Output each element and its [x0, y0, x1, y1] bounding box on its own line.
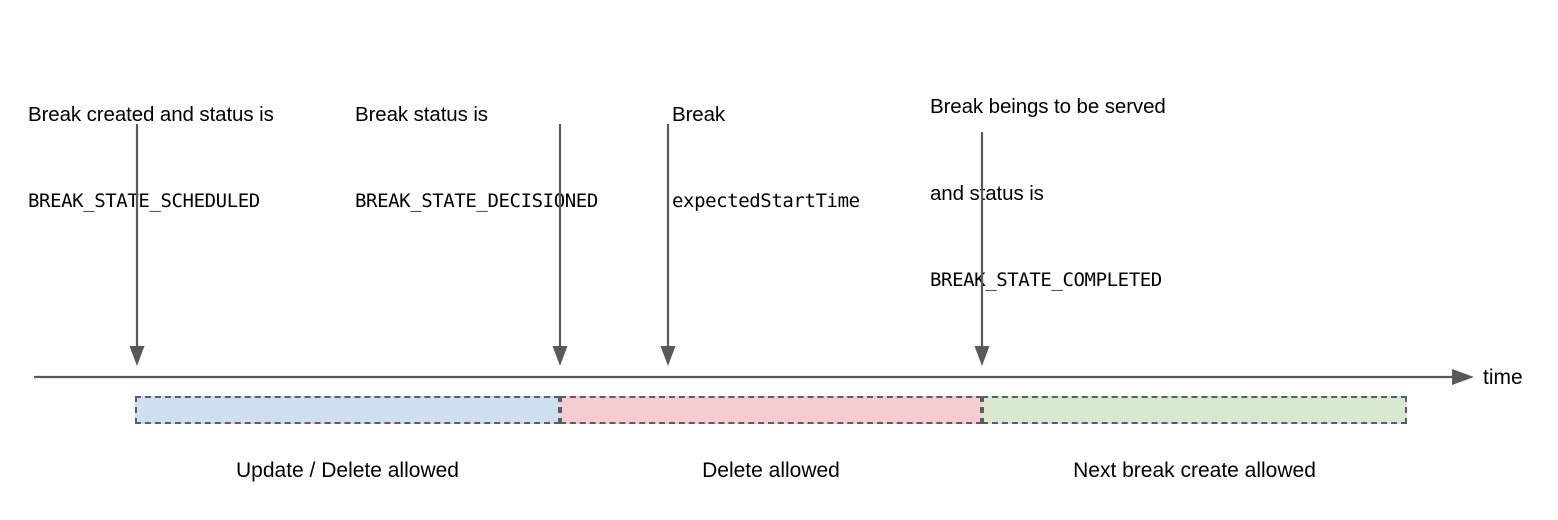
- annotation-line: Break: [672, 103, 726, 126]
- phase-caption-delete: Delete allowed: [702, 459, 840, 482]
- annotation-line: BREAK_STATE_DECISIONED: [355, 190, 598, 212]
- marker-arrow-expected-start-time: [660, 124, 676, 366]
- annotation-line: and status is: [930, 182, 1044, 205]
- phase-bar-next-break-create: [982, 396, 1407, 424]
- phase-bar-delete: [560, 396, 982, 424]
- arrow-right-icon: [1452, 369, 1474, 385]
- marker-arrow-decisioned: [552, 124, 568, 366]
- marker-arrow-scheduled: [129, 124, 145, 366]
- annotation-line: BREAK_STATE_COMPLETED: [930, 269, 1162, 291]
- phase-caption-next-break-create: Next break create allowed: [1073, 459, 1316, 482]
- annotation-decisioned: Break status is BREAK_STATE_DECISIONED: [355, 42, 598, 274]
- annotation-completed: Break beings to be served and status is …: [930, 34, 1166, 353]
- phase-caption-update-delete: Update / Delete allowed: [236, 459, 459, 482]
- time-axis-label: time: [1483, 366, 1523, 389]
- annotation-line: expectedStartTime: [672, 190, 860, 212]
- marker-arrow-completed: [974, 132, 990, 366]
- phase-bar-update-delete: [135, 396, 560, 424]
- annotation-expected-start-time: Break expectedStartTime: [672, 42, 860, 274]
- annotation-scheduled: Break created and status is BREAK_STATE_…: [28, 42, 274, 274]
- annotation-line: BREAK_STATE_SCHEDULED: [28, 190, 260, 212]
- time-axis: [34, 369, 1474, 385]
- annotation-line: Break beings to be served: [930, 95, 1166, 118]
- annotation-line: Break created and status is: [28, 103, 274, 126]
- annotation-line: Break status is: [355, 103, 488, 126]
